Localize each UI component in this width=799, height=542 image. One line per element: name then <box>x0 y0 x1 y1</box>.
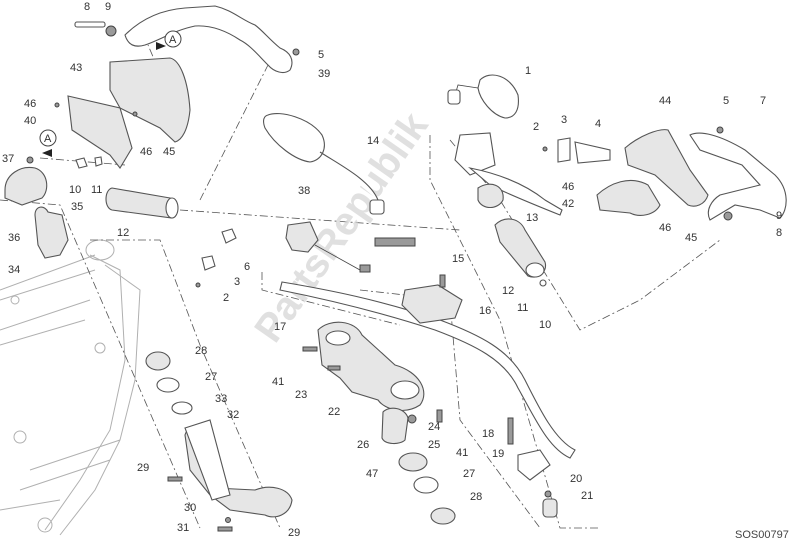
callout-26: 26 <box>357 439 369 451</box>
callout-labels: 8 9 5 39 43 46 40 46 45 37 10 11 35 36 1… <box>2 1 782 539</box>
callout-46: 46 <box>562 181 574 193</box>
callout-5: 5 <box>723 95 729 107</box>
callout-47: 47 <box>366 468 378 480</box>
riser-parts <box>507 417 558 518</box>
callout-28: 28 <box>470 491 482 503</box>
callout-46: 46 <box>659 222 671 234</box>
callout-38: 38 <box>298 185 310 197</box>
callout-33: 33 <box>215 393 227 405</box>
callout-41: 41 <box>456 447 468 459</box>
callout-29: 29 <box>137 462 149 474</box>
left-switch-housing <box>4 156 69 259</box>
small-parts-left <box>195 228 237 288</box>
callout-28: 28 <box>195 345 207 357</box>
callout-43: 43 <box>70 62 82 74</box>
callout-9: 9 <box>776 210 782 222</box>
callout-42: 42 <box>562 198 574 210</box>
callout-34: 34 <box>8 264 20 276</box>
callout-46: 46 <box>140 146 152 158</box>
marker-a-label: A <box>44 133 52 145</box>
bar-clamp-top <box>401 274 463 324</box>
callout-23: 23 <box>295 389 307 401</box>
callout-25: 25 <box>428 439 440 451</box>
frame-drawing <box>0 239 141 536</box>
callout-16: 16 <box>479 305 491 317</box>
callout-11: 11 <box>517 302 528 314</box>
callout-10: 10 <box>69 184 81 196</box>
grip-left <box>75 156 179 219</box>
callout-24: 24 <box>428 421 440 433</box>
steering-stem-lower-clamp <box>145 351 293 532</box>
marker-a-label: A <box>169 34 177 46</box>
hand-guard-right <box>596 126 787 221</box>
callout-45: 45 <box>163 146 175 158</box>
steering-head-parts-center <box>381 407 456 525</box>
reference-marker-a-top: A <box>156 30 182 50</box>
callout-1: 1 <box>525 65 531 77</box>
callout-8: 8 <box>84 1 90 13</box>
callout-45: 45 <box>685 232 697 244</box>
callout-9: 9 <box>105 1 111 13</box>
callout-36: 36 <box>8 232 20 244</box>
callout-12: 12 <box>117 227 129 239</box>
reference-marker-a-left: A <box>39 129 57 157</box>
callout-27: 27 <box>463 468 475 480</box>
callout-14: 14 <box>367 135 379 147</box>
callout-32: 32 <box>227 409 239 421</box>
callout-35: 35 <box>71 201 83 213</box>
callout-44: 44 <box>659 95 671 107</box>
left-switch-38 <box>285 221 416 273</box>
callout-5: 5 <box>318 49 324 61</box>
callout-19: 19 <box>492 448 504 460</box>
callout-31: 31 <box>177 522 189 534</box>
callout-37: 37 <box>2 153 14 165</box>
callout-29: 29 <box>288 527 300 539</box>
callout-11: 11 <box>91 184 102 196</box>
callout-2: 2 <box>223 292 229 304</box>
grip-right <box>494 218 547 287</box>
hand-guard-left <box>54 5 300 169</box>
callout-15: 15 <box>452 253 464 265</box>
callout-17: 17 <box>274 321 286 333</box>
callout-27: 27 <box>205 371 217 383</box>
callout-12: 12 <box>502 285 514 297</box>
callout-8: 8 <box>776 227 782 239</box>
top-triple-clamp <box>302 321 425 411</box>
callout-22: 22 <box>328 406 340 418</box>
callout-20: 20 <box>570 473 582 485</box>
clamp-parts-right <box>542 137 611 164</box>
callout-30: 30 <box>184 502 196 514</box>
callout-4: 4 <box>595 118 601 130</box>
callout-3: 3 <box>561 114 567 126</box>
callout-6: 6 <box>244 261 250 273</box>
callout-46: 46 <box>24 98 36 110</box>
callout-40: 40 <box>24 115 36 127</box>
callout-3: 3 <box>234 276 240 288</box>
callout-18: 18 <box>482 428 494 440</box>
callout-13: 13 <box>526 212 538 224</box>
brake-master-cylinder <box>454 132 563 216</box>
mirror-left <box>263 112 385 215</box>
callout-10: 10 <box>539 319 551 331</box>
callout-21: 21 <box>581 490 593 502</box>
callout-41: 41 <box>272 376 284 388</box>
mirror-right <box>447 74 519 119</box>
callout-2: 2 <box>533 121 539 133</box>
callout-39: 39 <box>318 68 330 80</box>
callout-7: 7 <box>760 95 766 107</box>
drawing-code: SOS00797 <box>735 529 789 541</box>
